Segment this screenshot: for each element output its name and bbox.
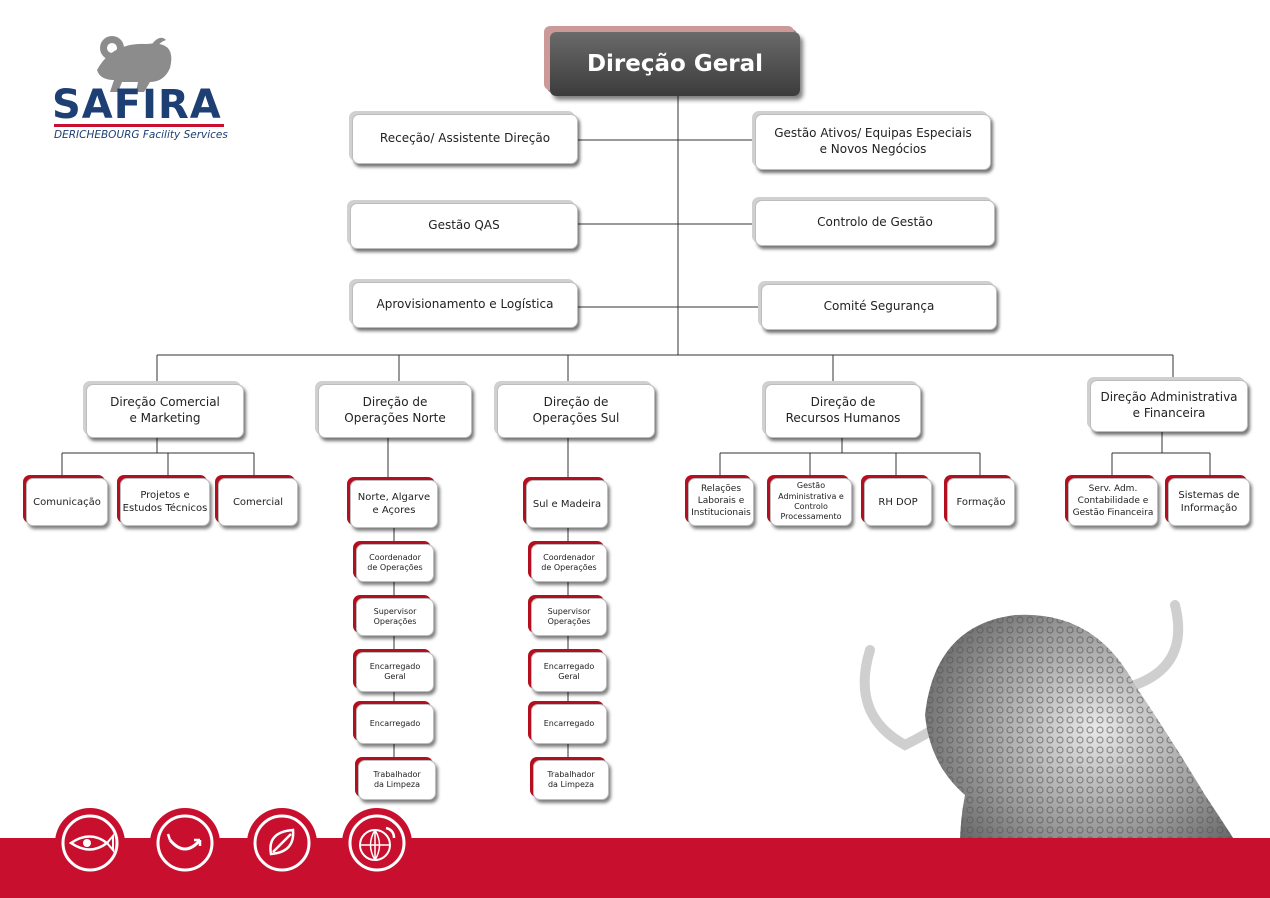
- sul-encarregado[interactable]: Encarregado: [531, 704, 607, 744]
- company-name: SAFIRA: [52, 82, 222, 128]
- norte-encarregado-geral[interactable]: Encarregado Geral: [356, 652, 434, 692]
- top-box-direcao-geral[interactable]: Direção Geral: [550, 32, 800, 96]
- sul-supervisor[interactable]: Supervisor Operações: [531, 598, 607, 636]
- rh-dop[interactable]: RH DOP: [864, 478, 932, 526]
- direction-recursos-humanos[interactable]: Direção de Recursos Humanos: [765, 384, 921, 438]
- cycle-arrows-icon: [150, 808, 220, 878]
- norte-trabalhador[interactable]: Trabalhador da Limpeza: [358, 760, 436, 800]
- bull-gear-logo: [97, 36, 172, 92]
- norte-encarregado[interactable]: Encarregado: [356, 704, 434, 744]
- rh-relacoes-laborais[interactable]: Relações Laborais e Institucionais: [688, 478, 754, 526]
- staff-rececao[interactable]: Receção/ Assistente Direção: [352, 114, 578, 164]
- norte-supervisor[interactable]: Supervisor Operações: [356, 598, 434, 636]
- region-sul[interactable]: Sul e Madeira: [526, 480, 608, 528]
- direction-administrativa[interactable]: Direção Administrativa e Financeira: [1090, 380, 1248, 432]
- staff-comite-seguranca[interactable]: Comité Segurança: [761, 284, 997, 330]
- direction-operacoes-sul[interactable]: Direção de Operações Sul: [497, 384, 655, 438]
- rh-formacao[interactable]: Formação: [947, 478, 1015, 526]
- unit-projetos[interactable]: Projetos e Estudos Técnicos: [120, 478, 210, 526]
- logo-underline: [54, 124, 224, 127]
- sul-encarregado-geral[interactable]: Encarregado Geral: [531, 652, 607, 692]
- norte-coordenador[interactable]: Coordenador de Operações: [356, 544, 434, 582]
- adm-sistemas-informacao[interactable]: Sistemas de Informação: [1168, 478, 1250, 526]
- leaf-arrow-icon: [247, 808, 317, 878]
- direction-comercial[interactable]: Direção Comercial e Marketing: [86, 384, 244, 438]
- sul-coordenador[interactable]: Coordenador de Operações: [531, 544, 607, 582]
- staff-aprovisionamento[interactable]: Aprovisionamento e Logística: [352, 282, 578, 328]
- unit-comunicacao[interactable]: Comunicação: [26, 478, 108, 526]
- staff-gestao-qas[interactable]: Gestão QAS: [350, 203, 578, 249]
- sul-trabalhador[interactable]: Trabalhador da Limpeza: [533, 760, 609, 800]
- staff-controlo-gestao[interactable]: Controlo de Gestão: [755, 200, 995, 246]
- globe-arrow-icon: [342, 808, 412, 878]
- adm-contabilidade[interactable]: Serv. Adm. Contabilidade e Gestão Financ…: [1068, 478, 1158, 526]
- company-tagline: DERICHEBOURG Facility Services: [54, 129, 228, 141]
- unit-comercial[interactable]: Comercial: [218, 478, 298, 526]
- rh-gestao-administrativa[interactable]: Gestão Administrativa e Controlo Process…: [770, 478, 852, 526]
- direction-operacoes-norte[interactable]: Direção de Operações Norte: [318, 384, 472, 438]
- staff-gestao-ativos[interactable]: Gestão Ativos/ Equipas Especiais e Novos…: [755, 114, 991, 170]
- eye-fish-icon: [55, 808, 125, 878]
- bull-sculpture-image: [859, 600, 1270, 898]
- region-norte[interactable]: Norte, Algarve e Açores: [350, 480, 438, 528]
